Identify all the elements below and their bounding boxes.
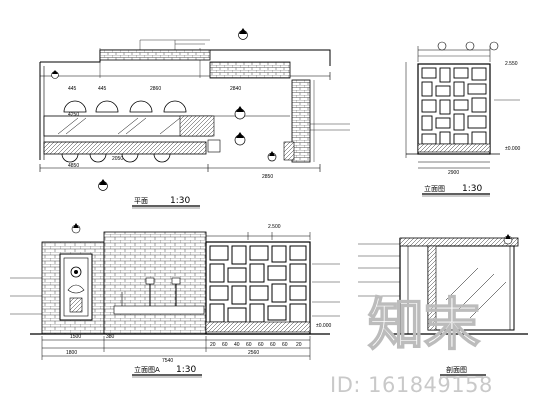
elevation-a-view: 2.500 1500 1800 7540 2560 ±0.000 380 20 … — [10, 223, 340, 378]
plan-caption-scale: 1:30 — [170, 196, 190, 206]
section-caption: 剖面图 — [440, 365, 486, 378]
plan-dim: 445 — [98, 86, 107, 92]
elevation-a-bottom-row: 20 60 40 60 60 60 60 20 — [210, 342, 302, 348]
plan-arch-niches — [63, 100, 187, 113]
elevation-a-dim: 1800 — [66, 350, 77, 356]
elevation-b-caption-title: 立面图 — [424, 184, 445, 193]
elevation-b-caption-scale: 1:30 — [462, 184, 482, 194]
elevation-a-center-brick — [103, 231, 207, 335]
elevation-b-level: 2.550 — [505, 61, 518, 67]
plan-top-shelf — [209, 61, 291, 79]
section-caption-title: 剖面图 — [446, 365, 467, 374]
plan-dim: 4850 — [68, 163, 79, 169]
plan-top-wall — [99, 49, 211, 61]
elevation-a-dim: 60 — [222, 342, 228, 348]
elevation-a-caption-title: 立面图A — [134, 365, 160, 374]
watermark: 知末 ID: 161849158 — [330, 292, 493, 397]
plan-floor-strip — [43, 141, 207, 155]
section-top-slab — [399, 237, 519, 247]
plan-caption: 平面 1:30 — [132, 196, 200, 209]
watermark-logo: 知末 — [368, 293, 480, 358]
elevation-a-dim: 60 — [270, 342, 276, 348]
section-view: 剖面图 — [358, 234, 528, 378]
plan-right-block — [291, 79, 311, 163]
plan-caption-title: 平面 — [134, 197, 148, 205]
elevation-a-dim: 380 — [106, 334, 115, 340]
elevation-a-dim: 60 — [258, 342, 264, 348]
elevation-a-dim: 7540 — [162, 358, 173, 364]
elevation-b-level: ±0.000 — [505, 146, 520, 152]
elevation-a-dim: 20 — [296, 342, 302, 348]
plan-view: 2860 2840 445 445 2050 4250 4850 2850 平面… — [39, 28, 350, 209]
elevation-a-level: 2.500 — [268, 224, 281, 230]
plan-dim: 2050 — [112, 156, 123, 162]
elevation-a-dim: 60 — [282, 342, 288, 348]
elevation-a-block-grid — [209, 245, 307, 323]
elevation-a-level: ±0.000 — [316, 323, 331, 329]
elevation-a-dim: 20 — [210, 342, 216, 348]
plan-dim-labels: 2860 2840 445 445 2050 4250 4850 2850 — [68, 86, 273, 180]
elevation-a-dim: 2560 — [248, 350, 259, 356]
elevation-a-dim: 60 — [246, 342, 252, 348]
plan-dim: 2840 — [230, 86, 241, 92]
elevation-b-view: ±0.000 2.550 2900 立面图 1:30 — [405, 41, 520, 197]
plan-dim: 2860 — [150, 86, 161, 92]
elevation-a-caption-scale: 1:30 — [176, 365, 196, 375]
elevation-b-dim: 2900 — [448, 170, 459, 176]
plan-dim: 445 — [68, 86, 77, 92]
plan-dim: 2850 — [262, 174, 273, 180]
plan-dim: 4250 — [68, 112, 79, 118]
plan-section-markers — [51, 28, 277, 191]
elevation-a-caption: 立面图A 1:30 — [132, 365, 202, 378]
elevation-b-caption: 立面图 1:30 — [422, 184, 490, 197]
watermark-id: ID: 161849158 — [330, 373, 493, 397]
elevation-a-dim: 40 — [234, 342, 240, 348]
elevation-a-dim: 1500 — [70, 334, 81, 340]
plan-stools — [61, 153, 171, 163]
elevation-a-block-wall — [205, 241, 311, 335]
